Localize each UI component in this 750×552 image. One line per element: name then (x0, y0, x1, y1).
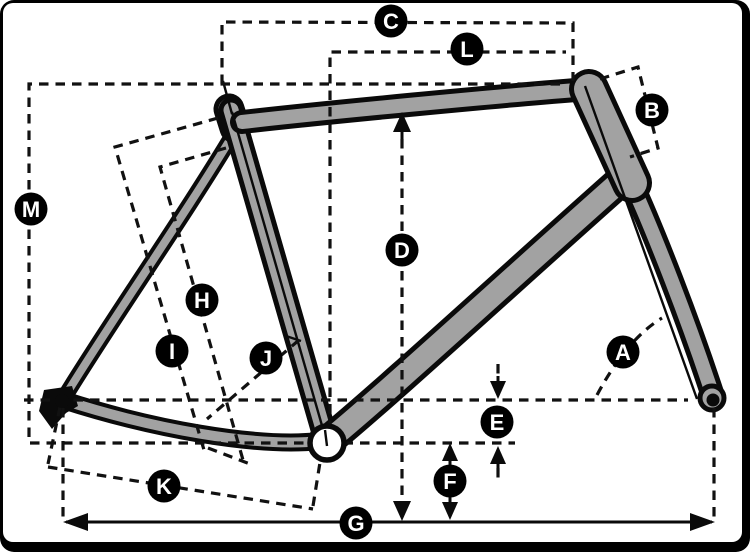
label-a: A (606, 335, 640, 369)
label-j-letter: J (260, 346, 272, 371)
dim-l-extension (328, 50, 566, 430)
dimension-lines (24, 20, 716, 519)
label-g-circle (339, 506, 373, 540)
top-tube (235, 83, 583, 129)
measure-arrows (63, 112, 715, 531)
dim-b-box (599, 64, 660, 159)
f-arrowhead-down (442, 502, 458, 520)
f-arrowhead-up (442, 443, 458, 461)
label-e-circle (480, 405, 514, 439)
label-h-circle (185, 283, 219, 317)
label-c: C (374, 4, 408, 38)
chain-stay (58, 395, 325, 448)
rear-axle (55, 394, 69, 408)
label-k: K (147, 469, 181, 503)
dimension-labels: A B C D E F G H (14, 4, 669, 540)
label-a-circle (606, 335, 640, 369)
label-h: H (185, 283, 219, 317)
border-inner (3, 3, 742, 542)
seat-tube-axis-line (230, 111, 329, 444)
label-m-letter: M (22, 197, 40, 222)
label-e-letter: E (490, 410, 505, 435)
label-i: I (155, 334, 189, 368)
label-k-letter: K (156, 474, 172, 499)
label-b-letter: B (644, 98, 660, 123)
label-d-letter: D (394, 238, 410, 263)
label-c-circle (374, 4, 408, 38)
label-f-circle (433, 464, 467, 498)
label-a-letter: A (615, 340, 631, 365)
d-arrowhead-down (393, 501, 411, 521)
steering-axis-line (583, 85, 699, 400)
fork-blade (623, 173, 719, 400)
label-l: L (450, 32, 484, 66)
label-j: J (249, 341, 283, 375)
label-k-circle (147, 469, 181, 503)
g-arrowhead-left (63, 513, 88, 531)
label-l-letter: L (460, 37, 473, 62)
seat-stay (60, 129, 238, 402)
label-j-circle (249, 341, 283, 375)
label-m-circle (14, 192, 48, 226)
label-d: D (385, 233, 419, 267)
dim-h-bottom-connector (207, 446, 251, 466)
label-d-circle (385, 233, 419, 267)
label-l-circle (450, 32, 484, 66)
dim-h-construct (158, 146, 245, 461)
bike-frame (39, 69, 727, 457)
label-g: G (339, 506, 373, 540)
bottom-bracket-tick (323, 429, 329, 447)
seat-axis-extension-line (221, 80, 234, 115)
dim-m-extension (27, 82, 560, 445)
label-f-letter: F (443, 469, 456, 494)
label-m: M (14, 192, 48, 226)
label-f: F (433, 464, 467, 498)
head-tube (574, 74, 647, 198)
label-i-circle (155, 334, 189, 368)
d-arrowhead-up (393, 112, 411, 132)
label-i-letter: I (169, 339, 175, 364)
label-b-circle (635, 93, 669, 127)
label-h-letter: H (194, 288, 210, 313)
g-arrowhead-right (690, 513, 715, 531)
label-b: B (635, 93, 669, 127)
e-arrowhead-up (490, 446, 506, 464)
down-tube (317, 167, 635, 452)
dim-j-leader (205, 338, 301, 421)
label-c-letter: C (383, 9, 399, 34)
e-arrowhead-down (490, 381, 506, 399)
dim-k-extension-right (311, 449, 324, 507)
label-g-letter: G (347, 511, 364, 536)
front-axle (706, 393, 720, 407)
label-e: E (480, 405, 514, 439)
pivot-points (55, 393, 720, 463)
dim-k-line (47, 465, 314, 511)
